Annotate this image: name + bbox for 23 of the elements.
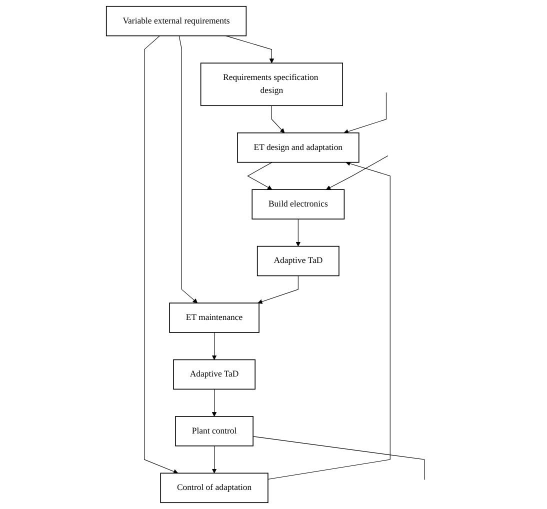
arrow (326, 156, 388, 190)
arrow (268, 161, 390, 480)
node-box: Requirements specification design (200, 62, 343, 106)
arrow (212, 332, 217, 360)
node-box: ET maintenance (169, 302, 260, 333)
connector (252, 436, 425, 480)
arrow (258, 275, 298, 304)
node-box: ET design and adaptation (236, 132, 360, 163)
arrow (212, 446, 217, 474)
node-box: Control of adaptation (160, 472, 268, 504)
arrow (247, 162, 272, 190)
arrow (296, 218, 301, 247)
arrow (178, 36, 198, 304)
arrow (144, 36, 178, 474)
arrow (212, 388, 217, 417)
arrow (344, 92, 386, 134)
arrow (226, 36, 274, 64)
node-box: Build electronics (252, 189, 345, 220)
node-box: Plant control (175, 416, 254, 446)
node-box: Adaptive TaD (173, 359, 256, 390)
node-box: Adaptive TaD (256, 246, 340, 276)
arrow (271, 105, 285, 134)
node-box: Variable external requirements (106, 6, 247, 36)
